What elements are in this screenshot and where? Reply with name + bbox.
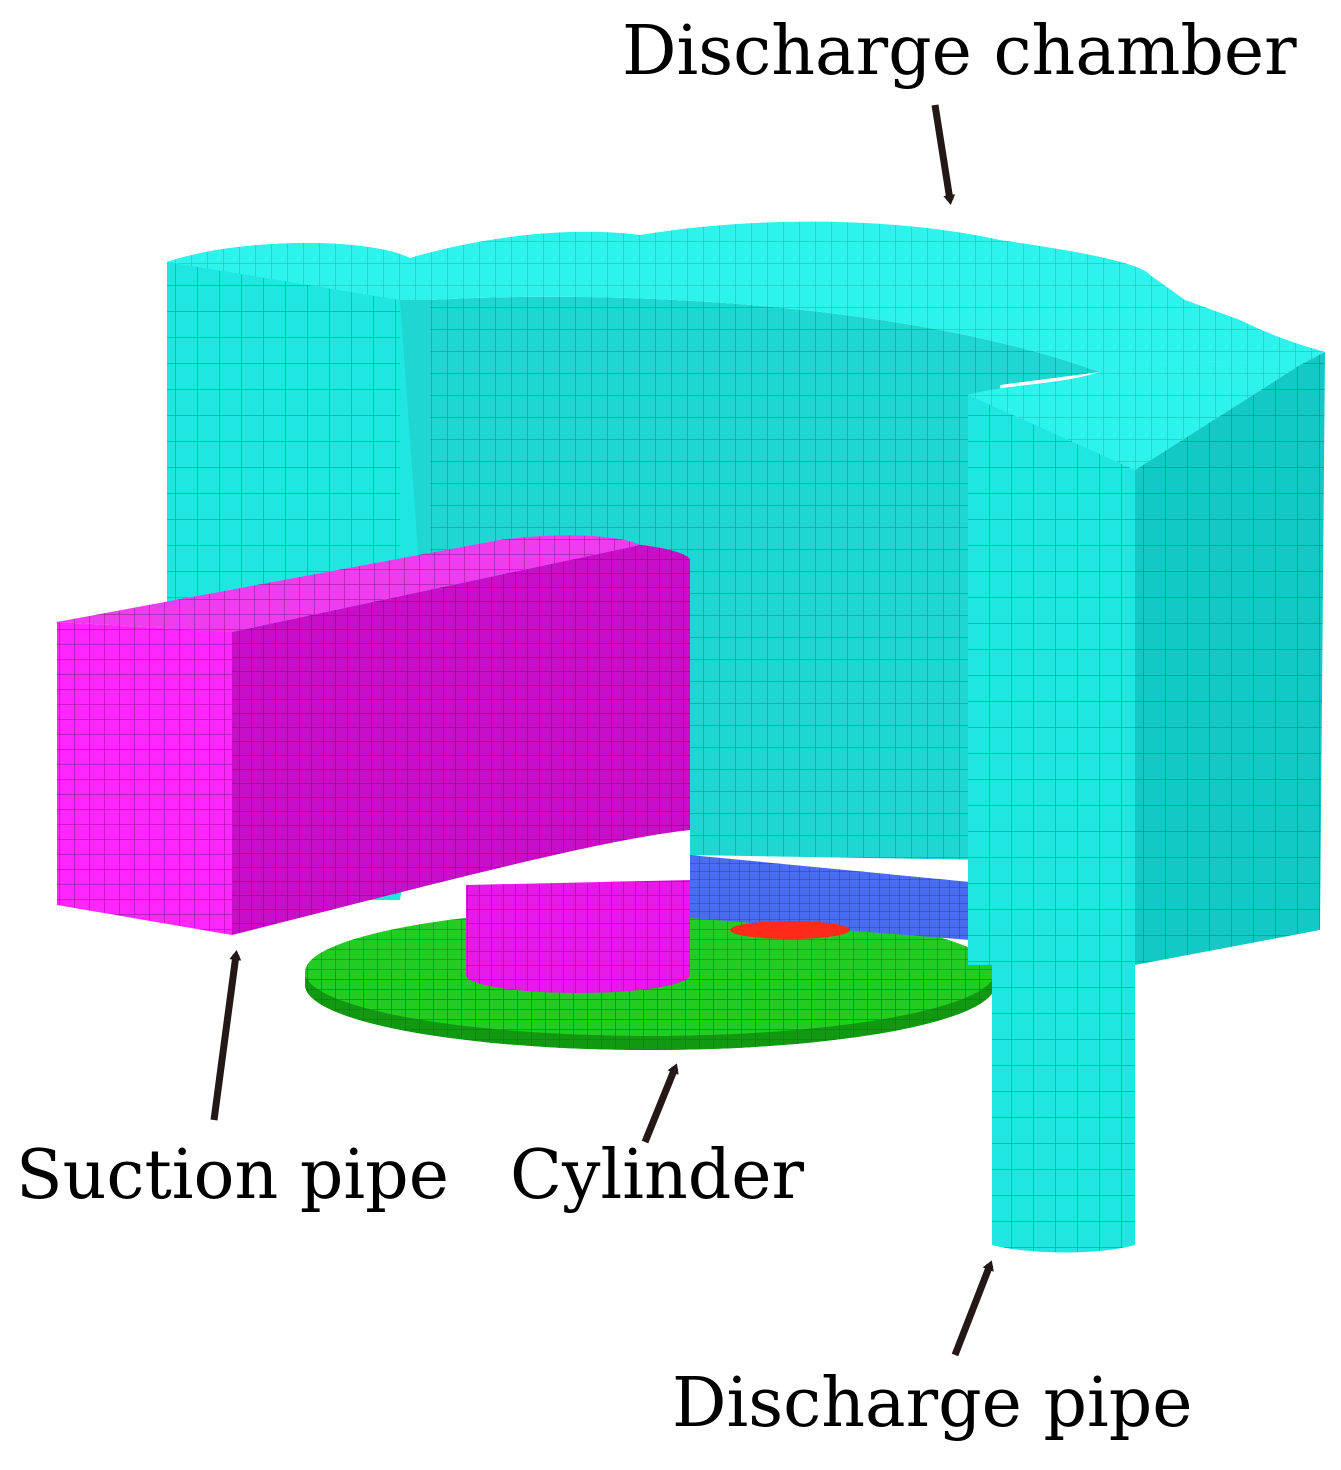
label-discharge-pipe: Discharge pipe [672, 1364, 1193, 1443]
arrow-discharge-pipe [951, 1260, 994, 1357]
discharge-pipe [992, 965, 1135, 1253]
arrow-suction-pipe [210, 950, 242, 1121]
suction-pipe [57, 535, 690, 993]
label-cylinder: Cylinder [510, 1136, 805, 1215]
label-discharge-chamber: Discharge chamber [622, 12, 1297, 91]
valve-region [690, 855, 970, 940]
arrow-cylinder [641, 1063, 679, 1144]
label-suction-pipe: Suction pipe [16, 1136, 449, 1215]
arrows [210, 104, 994, 1357]
arrow-discharge-chamber [931, 104, 956, 205]
